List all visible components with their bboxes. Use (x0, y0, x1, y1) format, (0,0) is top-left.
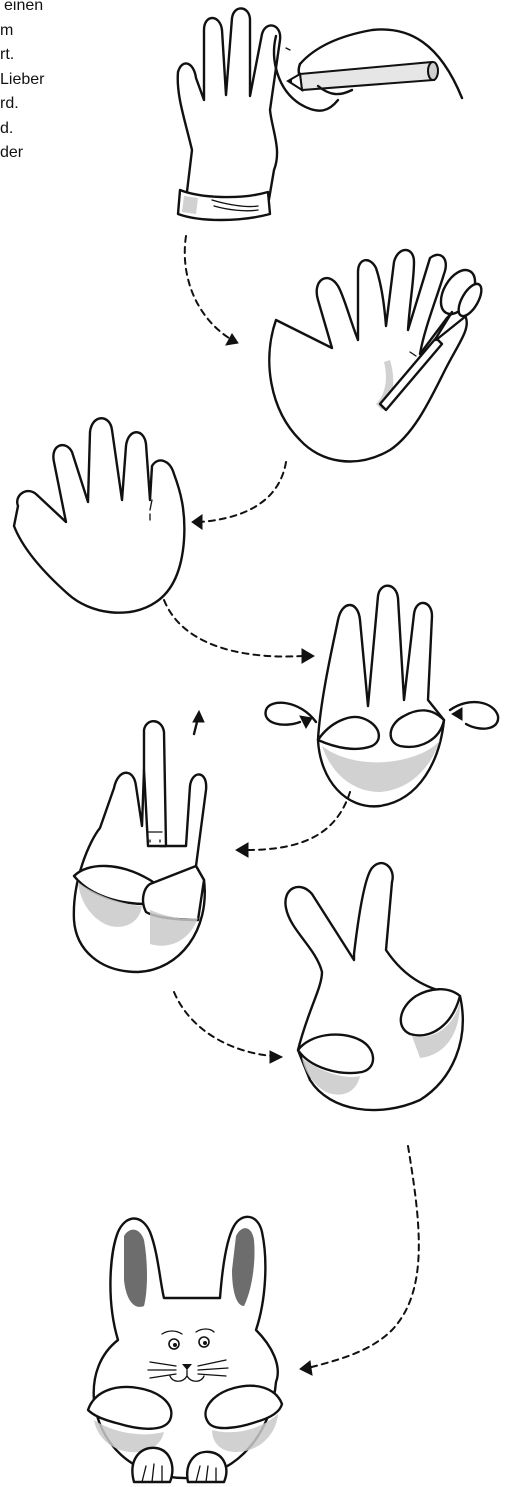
arrow-step1-to-step2 (185, 236, 232, 340)
step6-bunny-shape-illustration (285, 863, 462, 1110)
step7-finished-bunny-illustration (88, 1217, 282, 1482)
step5-fold-middle-finger-illustration (74, 711, 206, 972)
arrow-step5-to-step6 (174, 992, 272, 1056)
arrow-step2-to-step3 (200, 462, 286, 522)
step1-trace-hand-illustration (178, 8, 462, 220)
step4-fold-thumb-pinky-illustration (266, 586, 499, 807)
arrow-step4-to-step5 (246, 792, 350, 850)
step3-hand-cutout-illustration (14, 418, 184, 612)
step2-cut-out-hand-illustration (269, 250, 486, 461)
arrow-step6-to-step7 (308, 1146, 419, 1368)
arrow-step3-to-step4 (164, 600, 304, 657)
